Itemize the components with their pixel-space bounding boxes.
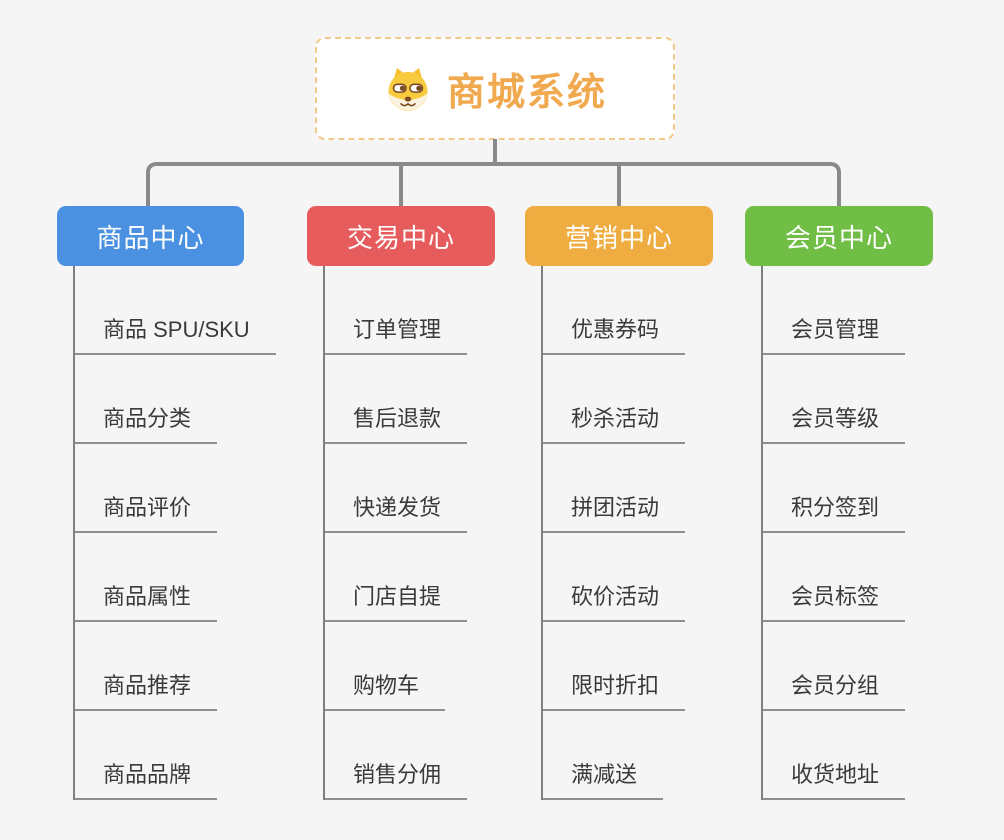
leaf-node[interactable]: 商品评价 bbox=[57, 444, 244, 533]
leaf-node[interactable]: 砍价活动 bbox=[525, 533, 713, 622]
branch-column-trade-center: 交易中心 订单管理 售后退款 快递发货 门店自提 购物车 销售分佣 bbox=[307, 206, 495, 800]
leaf-label[interactable]: 商品品牌 bbox=[73, 757, 218, 800]
leaf-label[interactable]: 购物车 bbox=[323, 668, 446, 711]
branch-node-product-center[interactable]: 商品中心 bbox=[57, 206, 244, 266]
trunk-line bbox=[323, 266, 325, 800]
leaf-label[interactable]: 会员管理 bbox=[761, 312, 906, 355]
leaf-label[interactable]: 商品 SPU/SKU bbox=[73, 312, 276, 355]
branch-column-product-center: 商品中心 商品 SPU/SKU 商品分类 商品评价 商品属性 商品推荐 商品品牌 bbox=[57, 206, 276, 800]
leaf-label[interactable]: 积分签到 bbox=[761, 490, 906, 533]
leaf-label[interactable]: 销售分佣 bbox=[323, 757, 468, 800]
leaf-label[interactable]: 拼团活动 bbox=[541, 490, 686, 533]
leaf-node[interactable]: 售后退款 bbox=[307, 355, 495, 444]
branch-leaves: 订单管理 售后退款 快递发货 门店自提 购物车 销售分佣 bbox=[307, 266, 495, 800]
root-node[interactable]: 商城系统 bbox=[315, 37, 675, 140]
leaf-label[interactable]: 满减送 bbox=[541, 757, 664, 800]
leaf-label[interactable]: 会员标签 bbox=[761, 579, 906, 622]
leaf-node[interactable]: 会员分组 bbox=[745, 622, 933, 711]
dog-face-icon bbox=[383, 64, 433, 114]
leaf-label[interactable]: 商品推荐 bbox=[73, 668, 218, 711]
leaf-label[interactable]: 商品分类 bbox=[73, 401, 218, 444]
leaf-node[interactable]: 会员管理 bbox=[745, 266, 933, 355]
leaf-label[interactable]: 快递发货 bbox=[323, 490, 468, 533]
branch-leaves: 商品 SPU/SKU 商品分类 商品评价 商品属性 商品推荐 商品品牌 bbox=[57, 266, 276, 800]
branch-leaves: 会员管理 会员等级 积分签到 会员标签 会员分组 收货地址 bbox=[745, 266, 933, 800]
leaf-label[interactable]: 门店自提 bbox=[323, 579, 468, 622]
root-title: 商城系统 bbox=[446, 72, 607, 114]
connector-root-drop bbox=[493, 139, 497, 164]
branch-node-marketing-center[interactable]: 营销中心 bbox=[525, 206, 713, 266]
connector-drop-trade bbox=[399, 164, 403, 208]
leaf-node[interactable]: 收货地址 bbox=[745, 711, 933, 800]
leaf-label[interactable]: 砍价活动 bbox=[541, 579, 686, 622]
leaf-label[interactable]: 限时折扣 bbox=[541, 668, 686, 711]
leaf-node[interactable]: 商品属性 bbox=[57, 533, 244, 622]
leaf-node[interactable]: 商品分类 bbox=[57, 355, 244, 444]
leaf-node[interactable]: 商品推荐 bbox=[57, 622, 244, 711]
leaf-node[interactable]: 积分签到 bbox=[745, 444, 933, 533]
branch-column-member-center: 会员中心 会员管理 会员等级 积分签到 会员标签 会员分组 收货地址 bbox=[745, 206, 933, 800]
leaf-label[interactable]: 商品评价 bbox=[73, 490, 218, 533]
trunk-line bbox=[541, 266, 543, 800]
branch-node-trade-center[interactable]: 交易中心 bbox=[307, 206, 495, 266]
trunk-line bbox=[73, 266, 75, 800]
connector-drop-marketing bbox=[617, 164, 621, 208]
leaf-node[interactable]: 商品 SPU/SKU bbox=[57, 266, 276, 355]
leaf-node[interactable]: 订单管理 bbox=[307, 266, 495, 355]
leaf-node[interactable]: 门店自提 bbox=[307, 533, 495, 622]
leaf-label[interactable]: 售后退款 bbox=[323, 401, 468, 444]
leaf-node[interactable]: 优惠券码 bbox=[525, 266, 713, 355]
connector-horizontal-bar bbox=[146, 162, 841, 208]
leaf-node[interactable]: 商品品牌 bbox=[57, 711, 244, 800]
leaf-label[interactable]: 秒杀活动 bbox=[541, 401, 686, 444]
leaf-node[interactable]: 销售分佣 bbox=[307, 711, 495, 800]
leaf-label[interactable]: 订单管理 bbox=[323, 312, 468, 355]
leaf-node[interactable]: 满减送 bbox=[525, 711, 713, 800]
leaf-label[interactable]: 商品属性 bbox=[73, 579, 218, 622]
branch-node-member-center[interactable]: 会员中心 bbox=[745, 206, 933, 266]
leaf-label[interactable]: 优惠券码 bbox=[541, 312, 686, 355]
leaf-node[interactable]: 会员等级 bbox=[745, 355, 933, 444]
leaf-node[interactable]: 快递发货 bbox=[307, 444, 495, 533]
leaf-node[interactable]: 秒杀活动 bbox=[525, 355, 713, 444]
trunk-line bbox=[761, 266, 763, 800]
leaf-label[interactable]: 会员分组 bbox=[761, 668, 906, 711]
leaf-label[interactable]: 收货地址 bbox=[761, 757, 906, 800]
leaf-node[interactable]: 限时折扣 bbox=[525, 622, 713, 711]
branch-leaves: 优惠券码 秒杀活动 拼团活动 砍价活动 限时折扣 满减送 bbox=[525, 266, 713, 800]
leaf-node[interactable]: 拼团活动 bbox=[525, 444, 713, 533]
branch-column-marketing-center: 营销中心 优惠券码 秒杀活动 拼团活动 砍价活动 限时折扣 满减送 bbox=[525, 206, 713, 800]
leaf-label[interactable]: 会员等级 bbox=[761, 401, 906, 444]
leaf-node[interactable]: 会员标签 bbox=[745, 533, 933, 622]
leaf-node[interactable]: 购物车 bbox=[307, 622, 495, 711]
